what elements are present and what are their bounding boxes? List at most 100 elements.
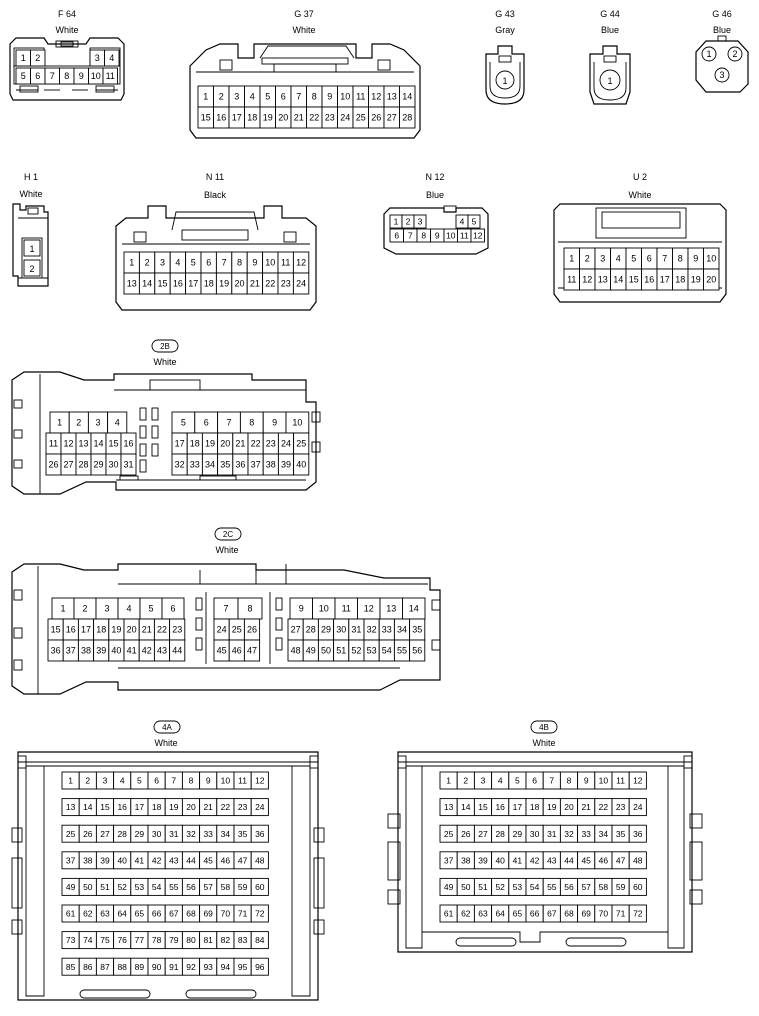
pin-label: 23 — [325, 113, 335, 123]
pin-label: 9 — [435, 231, 440, 241]
pin-label: 80 — [186, 935, 196, 945]
pin-cell — [250, 798, 269, 817]
pin-label: 12 — [255, 776, 265, 786]
pin-label: 7 — [171, 776, 176, 786]
pin-label: 2 — [585, 254, 590, 264]
pin-label: 59 — [616, 882, 626, 892]
pin-label: 84 — [255, 935, 265, 945]
pin-label: 5 — [631, 254, 636, 264]
connector-code: N 11 — [206, 172, 224, 182]
pin-cell — [250, 771, 269, 790]
pin-label: 19 — [205, 439, 215, 449]
connector-code-badge — [151, 339, 179, 353]
pin-label: 12 — [582, 275, 592, 285]
pin-label: 5 — [21, 71, 26, 81]
pin-label: 54 — [530, 882, 540, 892]
pin-label: 11 — [106, 71, 115, 81]
pin-label: 57 — [581, 882, 591, 892]
pin-label: 1 — [446, 776, 451, 786]
pin-label: 35 — [616, 829, 626, 839]
pin-label: 91 — [169, 962, 179, 972]
pin-label: 20 — [127, 625, 137, 635]
pin-label: 20 — [706, 275, 716, 285]
pin-label: 17 — [81, 625, 91, 635]
pin-cell — [120, 453, 137, 476]
pin-label: 89 — [135, 962, 145, 972]
pin-label: 13 — [598, 275, 608, 285]
pin-label: 61 — [66, 909, 76, 919]
pin-label: 16 — [123, 439, 133, 449]
pin-label: 48 — [633, 855, 643, 865]
pin-label: 47 — [247, 646, 257, 656]
pin-label: 5 — [265, 92, 270, 102]
pin-label: 49 — [306, 646, 316, 656]
pin-label: 71 — [238, 909, 248, 919]
connector-code: G 44 — [600, 9, 620, 19]
pin-label: 15 — [201, 113, 211, 123]
pin-cell — [102, 67, 118, 85]
pin-label: 17 — [513, 802, 523, 812]
pin-label: 15 — [108, 439, 118, 449]
pin-label: 9 — [79, 71, 84, 81]
pin-label: 7 — [50, 71, 55, 81]
pin-label: 49 — [444, 882, 454, 892]
pin-label: 2 — [406, 217, 411, 227]
pin-label: 19 — [263, 113, 273, 123]
pin-label: 77 — [135, 935, 145, 945]
pin-cell — [628, 798, 647, 817]
pin-label: 38 — [461, 855, 471, 865]
pin-label: 22 — [309, 113, 319, 123]
pin-label: 4 — [120, 776, 125, 786]
pin-label: 90 — [152, 962, 162, 972]
pin-label: 7 — [549, 776, 554, 786]
pin-cell — [169, 639, 186, 662]
pin-label: 10 — [221, 776, 231, 786]
pin-label: 1 — [57, 418, 62, 428]
pin-label: 42 — [152, 855, 162, 865]
pin-label: 18 — [204, 279, 214, 289]
pin-label: 61 — [444, 909, 454, 919]
pin-label: 38 — [266, 460, 276, 470]
pin-label: 9 — [584, 776, 589, 786]
pin-label: 14 — [402, 92, 412, 102]
connector-code: 2B — [160, 342, 170, 351]
pin-label: 18 — [530, 802, 540, 812]
pin-label: 3 — [600, 254, 605, 264]
pin-label: 24 — [255, 802, 265, 812]
pin-label: 22 — [157, 625, 167, 635]
pin-label: 63 — [478, 909, 488, 919]
pin-label: 12 — [63, 439, 73, 449]
pin-label: 21 — [142, 625, 152, 635]
pin-label: 29 — [321, 625, 331, 635]
pin-label: 14 — [409, 604, 419, 614]
pin-label: 28 — [495, 829, 505, 839]
pin-label: 68 — [564, 909, 574, 919]
pin-label: 22 — [265, 279, 275, 289]
pin-cell — [467, 214, 481, 229]
pin-label: 39 — [100, 855, 110, 865]
pin-label: 2 — [463, 776, 468, 786]
pin-label: 8 — [421, 231, 426, 241]
pin-label: 5 — [148, 604, 153, 614]
pin-label: 20 — [186, 802, 196, 812]
pin-label: 6 — [532, 776, 537, 786]
connector-h1: H 1 White 1 2 — [12, 172, 49, 287]
pin-label: 18 — [247, 113, 257, 123]
pin-label: 8 — [64, 71, 69, 81]
pin-label: 12 — [296, 258, 306, 268]
pin-label: 17 — [232, 113, 242, 123]
pin-label: 32 — [367, 625, 377, 635]
pin-label: 40 — [495, 855, 505, 865]
connector-code-badge — [153, 720, 181, 734]
pin-cell — [30, 49, 46, 67]
pin-label: 76 — [117, 935, 127, 945]
pin-label: 15 — [478, 802, 488, 812]
pin-label: 24 — [217, 625, 227, 635]
